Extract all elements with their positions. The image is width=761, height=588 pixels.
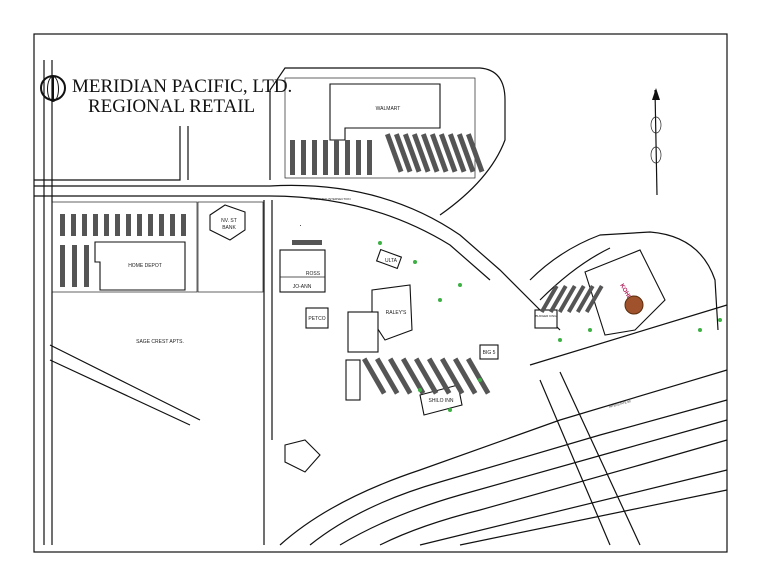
parking-row	[300, 225, 301, 226]
parking-row	[312, 140, 317, 175]
parking-row	[148, 214, 153, 236]
interstate-label: INTERSTATE 80	[608, 399, 631, 409]
ross-label: ROSS	[306, 271, 321, 277]
parking-row	[367, 140, 372, 175]
parking-row	[465, 357, 491, 395]
parking-row	[558, 285, 577, 313]
north-arrow-icon	[650, 88, 662, 196]
landscape-tree-icon	[478, 378, 482, 382]
joann-label: JO-ANN	[293, 284, 312, 290]
parking-row	[420, 133, 440, 173]
parking-row	[453, 357, 478, 395]
parking-row	[576, 285, 595, 313]
landscape-tree-icon	[558, 338, 562, 342]
signal-label: SIGNALIZED INTERSECTION	[309, 197, 350, 201]
parking-row	[93, 214, 98, 236]
company-title: MERIDIAN PACIFIC, LTD.	[72, 76, 293, 97]
parking-row	[72, 245, 77, 287]
parking-row	[567, 285, 586, 313]
parking-row	[71, 214, 76, 236]
home-depot-site: HOME DEPOT	[51, 201, 198, 293]
bank-label-line2: BANK	[222, 225, 236, 231]
parking-row	[440, 357, 465, 395]
landscape-tree-icon	[418, 388, 422, 392]
walmart-label: WALMART	[376, 106, 401, 112]
parking-row	[387, 357, 413, 395]
bank-site: NV. ST BANK	[197, 201, 264, 293]
big5-label: BIG 5	[483, 350, 496, 356]
parking-row	[137, 214, 142, 236]
parking-row	[427, 357, 452, 395]
meridian-logo-icon	[40, 75, 66, 102]
parking-row	[402, 133, 422, 173]
parking-row	[292, 240, 322, 245]
parking-row	[345, 140, 350, 175]
kohls-site: KOHL'S BURGER KING	[534, 249, 666, 336]
shilo-inn-label: SHILO INN	[428, 398, 453, 404]
parking-row	[104, 214, 109, 236]
parking-row	[448, 133, 467, 173]
parking-row	[126, 214, 131, 236]
home-depot-label: HOME DEPOT	[128, 263, 162, 269]
parking-row	[414, 357, 439, 395]
landscape-tree-icon	[698, 328, 702, 332]
sage-crest-label: SAGE CREST APTS.	[136, 339, 184, 345]
landscape-tree-icon	[378, 241, 382, 245]
landscape-tree-icon	[458, 283, 462, 287]
parking-row	[181, 214, 186, 236]
map-border	[33, 33, 728, 553]
parking-row	[384, 133, 404, 173]
parking-row	[323, 140, 328, 175]
parking-row	[430, 133, 449, 173]
petco-label: PETCO	[308, 316, 325, 322]
center-retail: ROSS JO-ANN ULTA RALEY'S PETCO SHILO INN…	[279, 225, 499, 473]
parking-row	[115, 214, 120, 236]
parking-row	[375, 357, 400, 395]
parking-row	[356, 140, 361, 175]
parking-row	[457, 133, 476, 173]
ulta-label: ULTA	[385, 258, 398, 264]
raleys-label: RALEY'S	[386, 310, 407, 316]
road-network	[34, 60, 728, 546]
parking-row	[159, 214, 164, 236]
parking-row	[466, 133, 485, 173]
parking-row	[401, 357, 426, 395]
parking-row	[585, 285, 604, 313]
parking-row	[334, 140, 339, 175]
parking-row	[549, 285, 568, 313]
parking-row	[170, 214, 175, 236]
parking-row	[301, 140, 306, 175]
parking-row	[362, 357, 387, 395]
landscape-tree-icon	[438, 298, 442, 302]
landscape-tree-icon	[448, 408, 452, 412]
landscape-tree-icon	[718, 318, 722, 322]
parking-row	[60, 245, 65, 287]
parking-row	[394, 133, 413, 173]
parking-row	[60, 214, 65, 236]
parking-row	[438, 133, 458, 173]
bank-label-line1: NV. ST	[221, 218, 237, 224]
parking-row	[82, 214, 87, 236]
kohls-logo-badge	[624, 295, 644, 315]
landscape-tree-icon	[413, 260, 417, 264]
parking-row	[290, 140, 295, 175]
parking-row	[84, 245, 89, 287]
burger-king-label: BURGER KING	[535, 314, 557, 318]
walmart-site: WALMART	[284, 77, 485, 179]
parking-row	[540, 285, 559, 313]
company-subtitle: REGIONAL RETAIL	[88, 96, 256, 117]
landscape-tree-icon	[588, 328, 592, 332]
parking-row	[412, 133, 431, 173]
